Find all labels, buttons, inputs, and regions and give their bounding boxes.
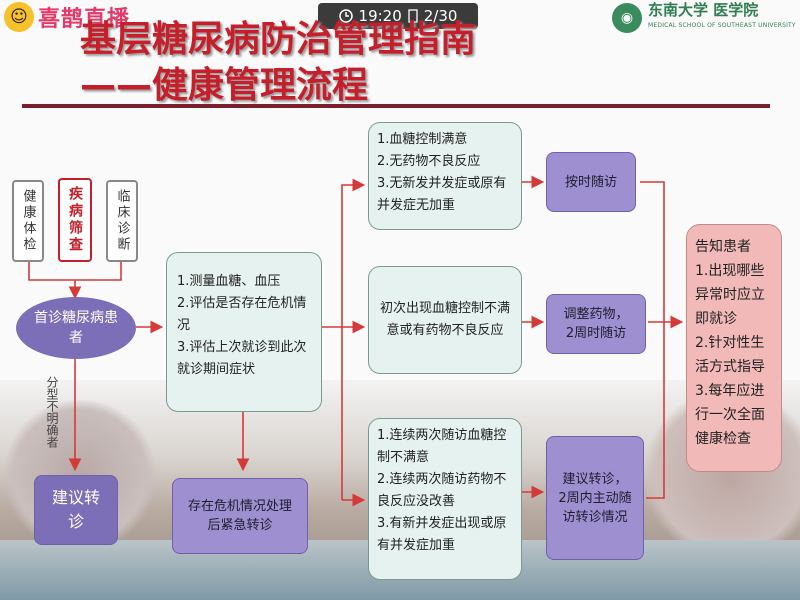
connector-sources (28, 262, 122, 281)
assessment-item-1: 1.测量血糖、血压 (177, 274, 281, 289)
source-disease-screening: 疾病筛查 (58, 178, 92, 262)
assessment-item-2: 2.评估是否存在危机情况 (177, 296, 307, 333)
assessment-box: 1.测量血糖、血压 2.评估是否存在危机情况 3.评估上次就诊到此次就诊期间症状 (166, 252, 322, 412)
referral-followup-box: 建议转诊， 2周内主动随访转诊情况 (546, 436, 644, 560)
adjust-medication-box: 调整药物， 2周时随访 (546, 294, 646, 354)
title-divider (22, 104, 770, 108)
adjust-line-1: 调整药物， (563, 307, 629, 322)
live-logo-text: 喜鹊直播 (38, 7, 131, 32)
outcome-first-fail-box: 初次出现血糖控制不满意或有药物不良反应 (368, 266, 522, 374)
connector-actions (640, 181, 665, 499)
magpie-face-icon: ☺ (4, 2, 34, 32)
page-counter: 2/30 (423, 7, 458, 25)
outcome-repeat-fail-item-2: 2.连续两次随访药物不良反应没改善 (377, 472, 507, 509)
outcome-ok-item-2: 2.无药物不良反应 (377, 154, 481, 169)
school-name-en: MEDICAL SCHOOL OF SOUTHEAST UNIVERSITY (648, 22, 796, 29)
first-visit-patient: 首诊糖尿病患者 (16, 297, 136, 359)
followup-box: 按时随访 (546, 152, 636, 212)
page-subtitle: ——健康管理流程 (80, 65, 369, 106)
school-name: 东南大学 医学院 (648, 1, 759, 19)
outcome-repeat-fail-box: 1.连续两次随访血糖控制不满意 2.连续两次随访药物不良反应没改善 3.有新并发… (368, 418, 522, 580)
arrow-to-outcome-ok (341, 178, 366, 500)
school-logo: ◉ 东南大学 医学院 MEDICAL SCHOOL OF SOUTHEAST U… (612, 0, 800, 36)
crisis-box: 存在危机情况处理后紧急转诊 (172, 478, 308, 554)
live-logo: ☺ 喜鹊直播 (0, 0, 180, 34)
page-title: 基层糖尿病防治管理指南 (80, 19, 477, 60)
time-readout: 19:20 (358, 7, 402, 25)
unclear-type-label: 分型不明确者 (45, 376, 59, 448)
adjust-line-2: 2周时随访 (565, 326, 627, 341)
inform-item-2: 2.针对性生活方式指导 (695, 335, 765, 375)
page-icon (408, 9, 418, 23)
source-clinical-diagnosis: 临床诊断 (106, 180, 138, 262)
referral-box: 建议转诊 (34, 475, 118, 545)
outcome-ok-box: 1.血糖控制满意 2.无药物不良反应 3.无新发并发症或原有并发症无加重 (368, 122, 522, 230)
source-health-check: 健康体检 (12, 180, 44, 262)
referral-followup-line-2: 2周内主动随访转诊情况 (558, 490, 632, 525)
assessment-item-3: 3.评估上次就诊到此次就诊期间症状 (177, 340, 307, 377)
referral-followup-line-1: 建议转诊， (562, 471, 628, 487)
outcome-repeat-fail-item-3: 3.有新并发症出现或原有并发症加重 (377, 516, 507, 553)
inform-item-3: 3.每年应进行一次全面健康检查 (695, 383, 765, 447)
school-emblem-icon: ◉ (612, 3, 642, 33)
outcome-ok-item-3: 3.无新发并发症或原有并发症无加重 (377, 176, 507, 213)
outcome-repeat-fail-item-1: 1.连续两次随访血糖控制不满意 (377, 428, 507, 465)
status-bar: 19:20 2/30 (318, 3, 478, 29)
inform-heading: 告知患者 (695, 239, 751, 255)
clock-icon (338, 9, 353, 23)
outcome-ok-item-1: 1.血糖控制满意 (377, 132, 468, 147)
inform-item-1: 1.出现哪些异常时应立即就诊 (695, 263, 765, 327)
inform-patient-box: 告知患者 1.出现哪些异常时应立即就诊 2.针对性生活方式指导 3.每年应进行一… (686, 224, 782, 472)
